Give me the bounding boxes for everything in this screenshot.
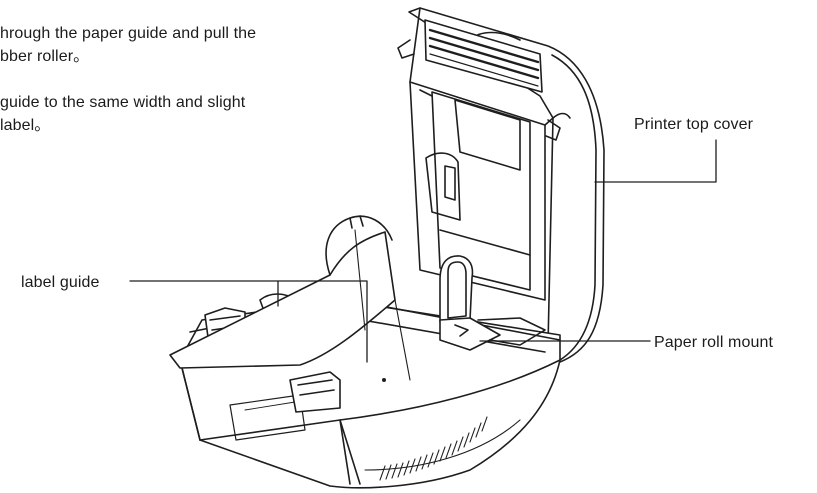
callout-label-top-cover: Printer top cover (634, 116, 754, 133)
vent-slots (379, 416, 488, 481)
instruction-line-3: guide to the same width and slight (0, 94, 246, 111)
paper-roll (169, 215, 411, 381)
top-cover (408, 7, 605, 363)
marker-dot (382, 378, 386, 382)
instruction-line-2: bber roller。 (0, 48, 90, 65)
leader-top-cover (594, 139, 717, 183)
paper-roll-mount (439, 255, 546, 351)
leader-label-guide (129, 280, 368, 363)
callout-label-roll-mount: Paper roll mount (654, 334, 773, 351)
callout-label-label-guide: label guide (21, 274, 100, 291)
instruction-line-4: label。 (0, 117, 51, 134)
instruction-line-1: hrough the paper guide and pull the (0, 25, 257, 42)
print-head (397, 19, 561, 141)
leader-lines (129, 139, 717, 363)
